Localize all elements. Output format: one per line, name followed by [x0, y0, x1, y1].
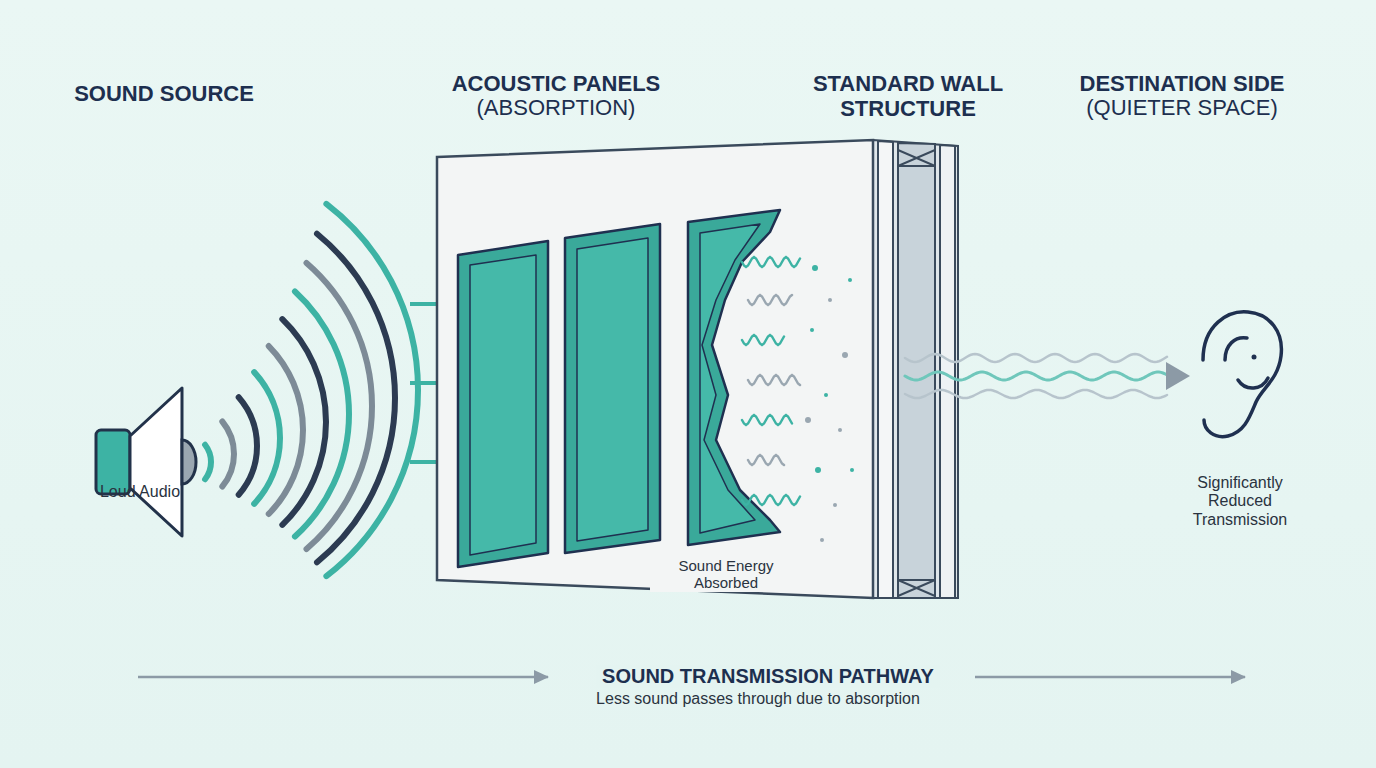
ear-icon: [1203, 312, 1281, 437]
wave-arc: [205, 445, 211, 479]
wave-line: [742, 257, 800, 267]
wave-arc: [239, 397, 257, 494]
wave-line: [748, 375, 800, 385]
energy-dot: [850, 468, 854, 472]
wall-structure: [873, 140, 958, 598]
subheading: (ABSORPTION): [477, 95, 636, 120]
caption-label: Significantly Reduced Transmission: [1170, 474, 1310, 529]
pathway-note: Less sound passes through due to absorpt…: [596, 690, 920, 708]
callout-label: Sound Energy Absorbed: [650, 557, 802, 592]
wave-arc: [254, 372, 280, 504]
transmitted-waves: [905, 354, 1190, 398]
wave-line: [748, 455, 784, 465]
wave-arc: [295, 291, 349, 536]
wave-line: [905, 390, 1167, 398]
heading: SOUND SOURCE: [74, 81, 254, 106]
energy-dot: [810, 328, 814, 332]
wave-arc: [282, 319, 326, 525]
acoustic-panels: [458, 210, 780, 567]
energy-dot: [820, 538, 824, 542]
energy-dot: [838, 428, 842, 432]
subheading: (QUIETER SPACE): [1086, 95, 1278, 120]
caption-label: Loud Audio: [100, 483, 180, 501]
wave-line: [748, 295, 792, 305]
heading: ACOUSTIC PANELS: [452, 71, 661, 96]
energy-dot: [833, 503, 837, 507]
arrow-head: [1166, 362, 1190, 390]
heading: DESTINATION SIDE: [1080, 71, 1285, 96]
wall-face: [437, 140, 873, 598]
absorbed-waves: [742, 257, 854, 542]
sound-waves: [205, 204, 418, 576]
energy-dot: [824, 393, 828, 397]
wave-line: [742, 415, 792, 425]
wave-line: [742, 495, 800, 505]
energy-dot: [815, 467, 821, 473]
pathway-label: SOUND TRANSMISSION PATHWAY: [596, 665, 940, 688]
wave-line: [742, 335, 784, 345]
wave-arc: [326, 204, 418, 576]
wave-line: [905, 354, 1167, 362]
energy-dot: [842, 352, 848, 358]
speaker-icon: [96, 388, 196, 536]
energy-dot: [848, 278, 852, 282]
wave-line: [905, 372, 1167, 380]
wave-arc: [269, 346, 303, 514]
wave-arc: [222, 421, 234, 486]
heading: STANDARD WALL STRUCTURE: [793, 71, 1023, 122]
energy-dot: [805, 417, 811, 423]
energy-dot: [812, 265, 818, 271]
energy-dot: [828, 298, 832, 302]
